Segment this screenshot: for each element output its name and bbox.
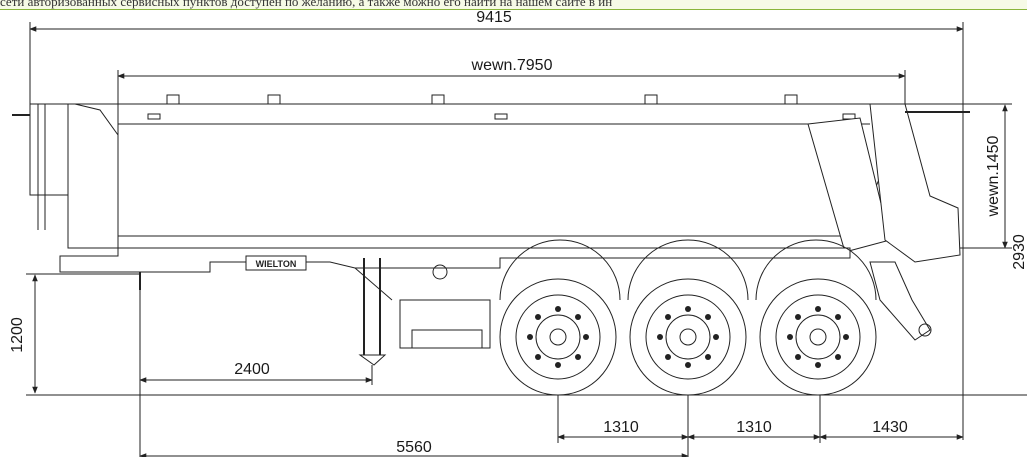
- inner-height-label: wewn.1450: [985, 135, 1002, 217]
- wheel-1: [499, 278, 617, 396]
- banner-text: сети авторизованных сервисных пунктов до…: [0, 0, 613, 9]
- mudguard-1: [499, 239, 621, 301]
- tipper-box: [117, 103, 906, 249]
- top-hook: [267, 94, 281, 105]
- toolbox: [399, 299, 491, 349]
- tailgate-frame: [869, 103, 961, 263]
- kingpin-axle-label: 5560: [396, 439, 432, 456]
- wheel-3: [759, 278, 877, 396]
- side-mark: [147, 113, 161, 120]
- wheel-bolts: [527, 306, 849, 368]
- chassis-slope: [354, 267, 393, 301]
- top-text-banner: сети авторизованных сервисных пунктов до…: [0, 0, 1027, 10]
- mudguard-3: [755, 239, 877, 301]
- front-ladder-frame: [29, 104, 68, 196]
- rear-bumper: [869, 261, 931, 341]
- total-height-label: 2930: [1011, 234, 1027, 270]
- inner-length-label: wewn.7950: [471, 57, 553, 74]
- axle-spacing-1-label: 1310: [603, 419, 639, 436]
- platform-height-label: 1200: [9, 317, 26, 353]
- valve: [432, 264, 448, 280]
- mudguard-2: [627, 239, 749, 301]
- chassis-frame: [59, 247, 851, 273]
- front-ladder-top: [30, 103, 119, 136]
- top-hook: [431, 94, 445, 105]
- wheel-2: [629, 278, 747, 396]
- brand-logo: WIELTON: [256, 259, 297, 269]
- rear-overhang-label: 1430: [872, 419, 908, 436]
- top-hook: [644, 94, 658, 105]
- rear-light: [918, 323, 932, 337]
- support-foot: [358, 354, 387, 366]
- wheels: [499, 278, 877, 396]
- side-mark: [494, 113, 508, 120]
- top-hook: [166, 94, 180, 105]
- toolbox-lid: [411, 329, 483, 349]
- front-wall: [67, 103, 119, 249]
- top-hook: [784, 94, 798, 105]
- axle-spacing-2-label: 1310: [736, 419, 772, 436]
- overall-length-label: 9415: [476, 9, 512, 26]
- logo-box: [245, 255, 307, 271]
- kingpin-support-label: 2400: [234, 361, 270, 378]
